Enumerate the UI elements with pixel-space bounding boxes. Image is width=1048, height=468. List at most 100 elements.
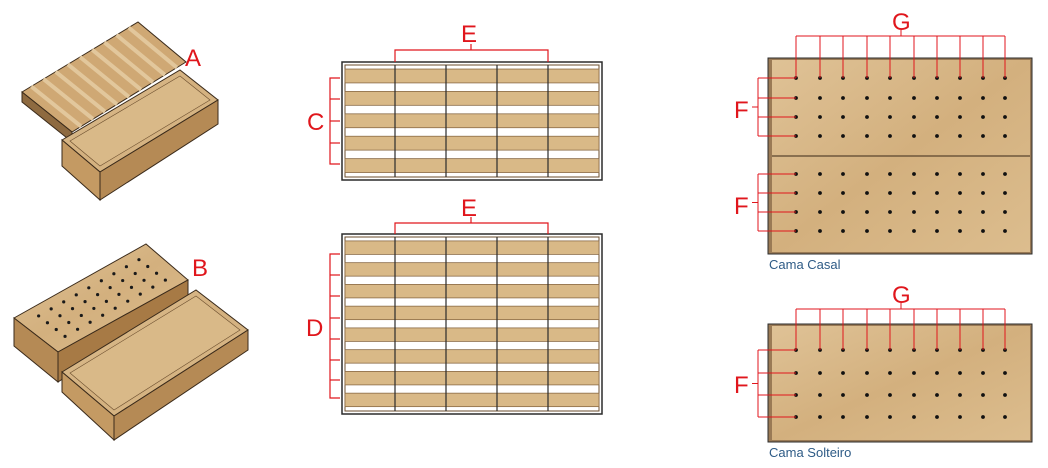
board-hole: [912, 210, 916, 214]
board-hole: [981, 229, 985, 233]
slat-3d: [115, 33, 167, 77]
hole-3d: [58, 314, 62, 318]
board-hole: [888, 96, 892, 100]
board-hole: [935, 191, 939, 195]
board-hole: [981, 393, 985, 397]
board-hole: [958, 210, 962, 214]
bracket-g-casal: [795, 30, 1006, 78]
board-hole: [958, 191, 962, 195]
slat: [344, 284, 600, 299]
board-hole: [841, 191, 845, 195]
label-g-casal: G: [892, 9, 911, 36]
hole-3d: [79, 313, 83, 318]
slat-frame-top: [341, 61, 603, 181]
board-hole: [981, 134, 985, 138]
hole-3d: [67, 320, 71, 325]
board-hole: [888, 134, 892, 138]
board-hole: [935, 393, 939, 397]
label-b: B: [192, 255, 208, 282]
hole-3d: [108, 285, 112, 290]
label-g-solteiro: G: [892, 282, 911, 309]
hole-3d: [37, 314, 41, 318]
board-solteiro: [767, 323, 1033, 443]
board-hole: [818, 134, 822, 138]
board-hole: [981, 96, 985, 100]
board-hole: [865, 415, 869, 419]
board-hole: [818, 229, 822, 233]
hole-3d: [121, 278, 125, 283]
board-hole: [841, 210, 845, 214]
board-hole: [958, 371, 962, 375]
slat: [344, 349, 600, 364]
board-hole: [841, 229, 845, 233]
bracket-g-solteiro: [795, 303, 1006, 350]
bed-3d-holes-illustration: [13, 243, 249, 442]
board-hole: [912, 96, 916, 100]
hole-3d: [154, 271, 159, 275]
board-hole: [1003, 229, 1007, 233]
board-hole: [958, 172, 962, 176]
board-hole: [981, 371, 985, 375]
hole-3d: [45, 321, 50, 325]
hole-3d: [99, 279, 103, 283]
board-hole: [865, 393, 869, 397]
board-hole: [935, 172, 939, 176]
slat: [344, 240, 600, 255]
hole-3d: [87, 286, 91, 290]
board-hole: [818, 115, 822, 119]
slat: [344, 262, 600, 277]
caption-cama-casal: Cama Casal: [769, 257, 841, 272]
label-d: D: [306, 315, 323, 342]
bracket-e-top: [394, 44, 549, 62]
board-hole: [935, 210, 939, 214]
board-hole: [865, 172, 869, 176]
board-hole: [865, 371, 869, 375]
board-hole: [841, 115, 845, 119]
board-hole: [1003, 96, 1007, 100]
slat: [344, 113, 600, 129]
hole-3d: [63, 334, 67, 338]
slat-3d: [127, 26, 179, 70]
board-hole: [888, 229, 892, 233]
board-hole: [865, 134, 869, 138]
hole-3d: [101, 313, 105, 317]
hole-3d: [126, 299, 130, 303]
label-a: A: [185, 45, 201, 72]
hole-3d: [112, 272, 116, 276]
hole-3d: [70, 307, 75, 311]
board-hole: [981, 115, 985, 119]
board-hole: [841, 96, 845, 100]
label-f-casal-bottom: F: [734, 193, 749, 220]
slat: [344, 392, 600, 408]
slat: [344, 68, 600, 84]
board-hole: [981, 172, 985, 176]
board-hole: [865, 115, 869, 119]
slat-3d: [90, 48, 143, 92]
board-hole: [958, 115, 962, 119]
board-hole: [841, 415, 845, 419]
slat-3d: [30, 84, 83, 128]
board-hole: [981, 210, 985, 214]
board-hole: [958, 415, 962, 419]
slat: [344, 91, 600, 106]
board-hole: [912, 115, 916, 119]
slat: [344, 327, 600, 342]
hole-3d: [129, 285, 134, 289]
board-hole: [888, 415, 892, 419]
bracket-f-casal-top: [752, 77, 796, 137]
bracket-d: [329, 253, 340, 399]
board-hole: [865, 96, 869, 100]
board-hole: [912, 371, 916, 375]
board-hole: [912, 191, 916, 195]
hole-3d: [83, 300, 87, 304]
hole-3d: [163, 278, 167, 282]
hole-3d: [74, 293, 78, 297]
board-hole: [865, 191, 869, 195]
board-hole: [888, 115, 892, 119]
hole-3d: [124, 265, 129, 269]
slat-3d: [66, 62, 119, 106]
hole-3d: [49, 307, 53, 311]
slat-3d: [103, 40, 155, 84]
board-hole: [818, 210, 822, 214]
hole-3d: [92, 306, 96, 311]
